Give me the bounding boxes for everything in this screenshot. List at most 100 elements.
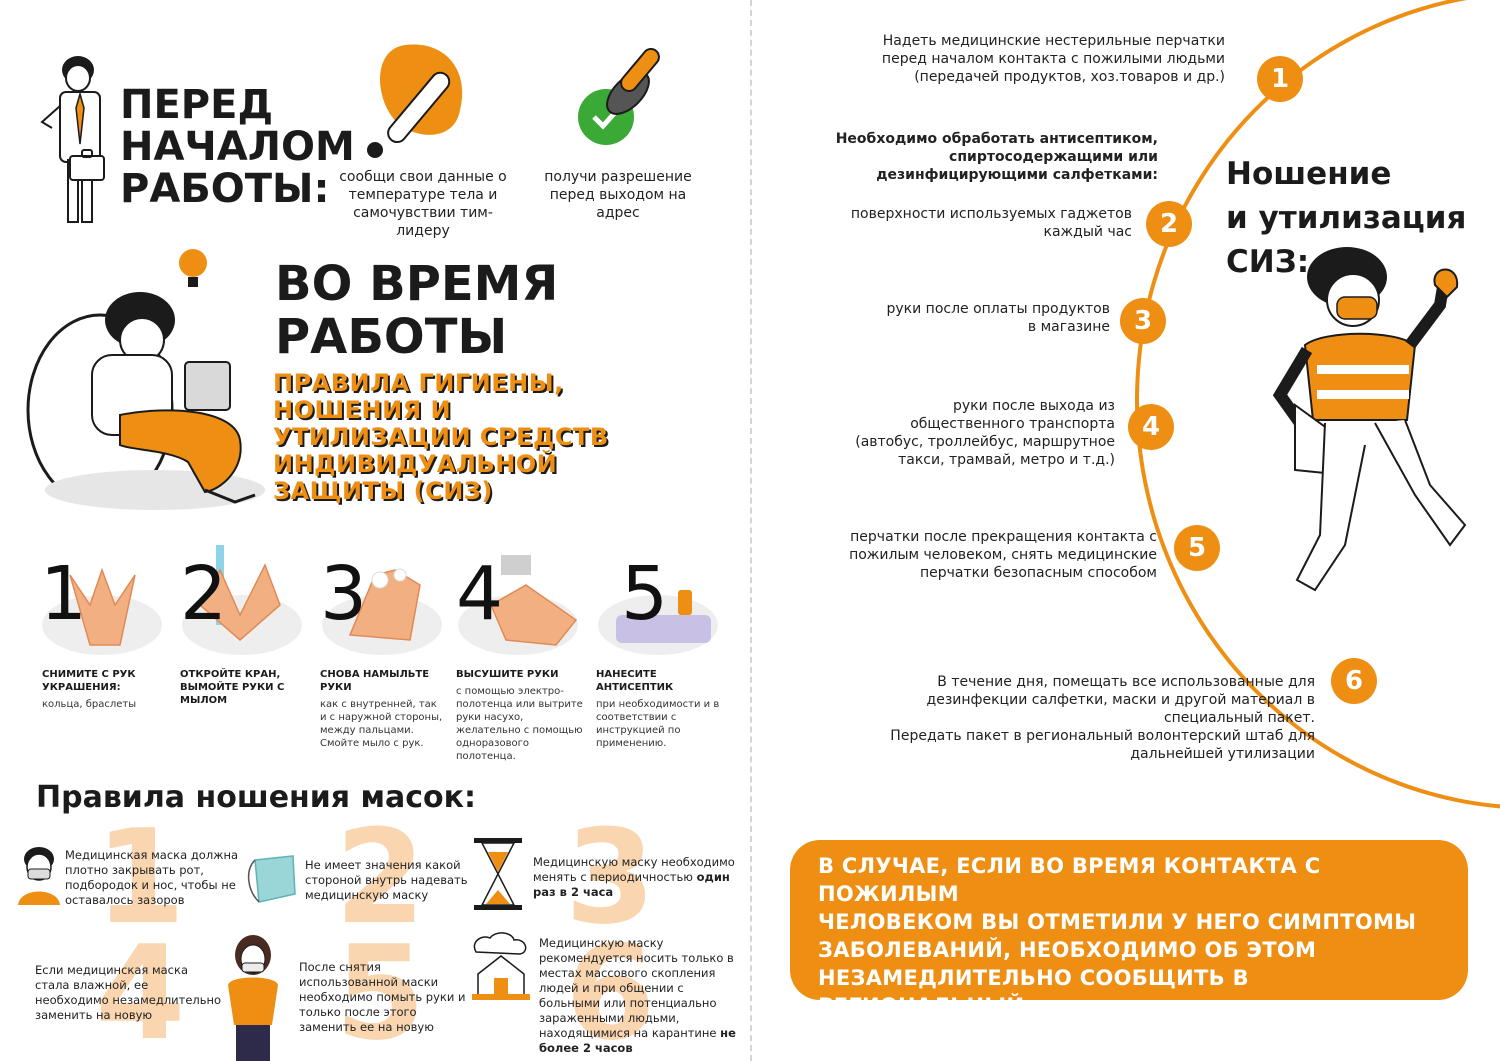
subtitle-line-5: ЗАЩИТЫ (СИЗ): [273, 477, 493, 505]
medical-mask-icon: [247, 855, 296, 903]
during-title-line-2: РАБОТЫ: [275, 309, 508, 365]
thermometer-icon: [367, 44, 463, 158]
hand-step-4-illustration: 4: [456, 545, 581, 655]
siz-item-5-line-1: перчатки после прекращения контакта с: [850, 529, 1157, 545]
siz-marker-1: 1: [1257, 56, 1303, 102]
alert-line-5: ВОЛОНТЕРСКИЙ ШТАБ!: [818, 1022, 1112, 1046]
siz-item-6-line-3: специальный пакет.: [1163, 710, 1315, 726]
house-quarantine-icon: [472, 932, 530, 1000]
siz-item-6-line-1: В течение дня, помещать все использованн…: [937, 674, 1315, 690]
hand-step-3-number: 3: [320, 551, 368, 637]
subtitle-line-2: НОШЕНИЯ И: [273, 396, 452, 424]
subtitle-line-1: ПРАВИЛА ГИГИЕНЫ,: [273, 369, 564, 397]
hygiene-subtitle: ПРАВИЛА ГИГИЕНЫ, НОШЕНИЯ И УТИЛИЗАЦИИ СР…: [273, 370, 609, 505]
approval-stamp-icon: [578, 47, 660, 145]
mask-rule-4-text: Если медицинская маска стала влажной, ее…: [35, 963, 222, 1022]
mask-rule-6-text: Медицинскую маску рекомендуется носить т…: [539, 936, 744, 1056]
siz-marker-5: 5: [1174, 525, 1220, 571]
hand-step-3-caption: СНОВА НАМЫЛЬТЕ РУКИ как с внутренней, та…: [320, 668, 445, 750]
before-title-line-2: НАЧАЛОМ: [120, 124, 355, 170]
siz-item-3-line-2: в магазине: [1027, 319, 1110, 335]
siz-item-1-line-2: перед началом контакта с пожилыми людьми: [881, 51, 1225, 67]
siz-item-1-text: Надеть медицинские нестерильные перчатки…: [770, 32, 1225, 86]
before-item-temperature: сообщи свои данные о температуре тела и …: [339, 169, 507, 239]
mask-rule-1-number: 1: [95, 801, 186, 953]
subtitle-line-3: УТИЛИЗАЦИИ СРЕДСТВ: [273, 423, 609, 451]
siz-title-line-1: Ношение: [1226, 156, 1392, 192]
mask-rule-5-text: После снятия использованной маски необхо…: [299, 960, 466, 1034]
siz-item-4-text: руки после выхода из общественного транс…: [770, 397, 1115, 469]
fold-line: [750, 0, 752, 1061]
hand-step-3-title: СНОВА НАМЫЛЬТЕ РУКИ: [320, 669, 430, 693]
siz-item-5-text: перчатки после прекращения контакта с по…: [770, 528, 1157, 582]
alert-line-2: ЧЕЛОВЕКОМ ВЫ ОТМЕТИЛИ У НЕГО СИМПТОМЫ: [818, 910, 1417, 934]
siz-marker-6: 6: [1331, 658, 1377, 704]
mask-rule-6-text-main: Медицинскую маску рекомендуется носить т…: [539, 936, 734, 1040]
before-item-permission: получи разрешение перед выходом на адрес: [544, 169, 692, 221]
before-title-line-3: РАБОТЫ:: [120, 166, 330, 212]
before-work-title: ПЕРЕД НАЧАЛОМ РАБОТЫ:: [120, 84, 355, 210]
mask-rule-6-number: 6: [565, 917, 656, 1061]
hand-step-1-caption: СНИМИТЕ С РУК УКРАШЕНИЯ: кольца, браслет…: [42, 668, 167, 711]
siz-item-4-line-1: руки после выхода из: [952, 398, 1115, 414]
alert-line-4: НЕЗАМЕДЛИТЕЛЬНО СООБЩИТЬ В РЕГИОНАЛЬНЫЙ: [818, 966, 1249, 1018]
hand-step-2-number: 2: [180, 551, 228, 637]
woman-with-mask-illustration: [228, 935, 278, 1061]
siz-item-5-line-2: пожилым человеком, снять медицинские: [849, 547, 1157, 563]
mask-rule-3-number: 3: [565, 801, 656, 953]
siz-item-6-line-4: Передать пакет в региональный волонтерск…: [890, 728, 1315, 744]
mask-rule-2-number: 2: [335, 801, 426, 953]
masked-man-icon: [18, 847, 60, 905]
hand-step-1-number: 1: [40, 551, 88, 637]
hand-step-2-illustration: 2: [180, 545, 305, 655]
during-work-title: ВО ВРЕМЯ РАБОТЫ: [275, 258, 558, 364]
mask-rule-4-number: 4: [95, 917, 186, 1061]
siz-item-3-text: руки после оплаты продуктов в магазине: [770, 300, 1110, 336]
mask-rule-1-text: Медицинская маска должна плотно закрыват…: [65, 848, 239, 907]
mask-rule-3-text-bold: один раз в 2 часа: [533, 870, 730, 899]
siz-title-line-3: СИЗ:: [1226, 244, 1310, 280]
antiseptic-heading-line-1: Необходимо обработать антисептиком,: [835, 131, 1158, 147]
siz-item-3-line-1: руки после оплаты продуктов: [886, 301, 1110, 317]
hand-step-1-illustration: 1: [40, 545, 165, 655]
siz-item-1-line-1: Надеть медицинские нестерильные перчатки: [882, 33, 1225, 49]
siz-marker-4: 4: [1128, 404, 1174, 450]
working-person-illustration: [26, 249, 265, 510]
siz-item-2-line-1: поверхности используемых гаджетов: [850, 206, 1132, 222]
hand-step-5-number: 5: [621, 551, 669, 637]
walking-man-illustration: [1272, 247, 1467, 592]
antiseptic-heading-line-3: дезинфицирующими салфетками:: [876, 167, 1158, 183]
hand-step-4-number: 4: [456, 551, 504, 637]
siz-item-4-line-2: общественного транспорта: [910, 416, 1115, 432]
siz-item-6-line-5: дальнейшей утилизации: [1130, 746, 1315, 762]
mask-rule-6-text-bold: не более 2 часов: [539, 1026, 736, 1055]
hand-step-4-title: ВЫСУШИТЕ РУКИ: [456, 669, 559, 680]
hand-step-3-text: как с внутренней, так и с наружной сторо…: [320, 699, 443, 749]
hand-step-2-caption: ОТКРОЙТЕ КРАН, ВЫМОЙТЕ РУКИ С МЫЛОМ: [180, 668, 305, 707]
siz-item-4-line-3: (автобус, троллейбус, маршрутное: [855, 434, 1115, 450]
alert-banner: В СЛУЧАЕ, ЕСЛИ ВО ВРЕМЯ КОНТАКТА С ПОЖИЛ…: [790, 840, 1468, 1046]
during-title-line-1: ВО ВРЕМЯ: [275, 256, 559, 312]
mask-rule-3-text: Медицинскую маску необходимо менять с пе…: [533, 855, 738, 900]
hand-step-5-text: при необходимости и в соответствии с инс…: [596, 699, 720, 749]
siz-marker-3: 3: [1120, 298, 1166, 344]
siz-item-6-text: В течение дня, помещать все использованн…: [770, 673, 1315, 763]
antiseptic-heading: Необходимо обработать антисептиком, спир…: [770, 130, 1158, 184]
siz-item-6-line-2: дезинфекции салфетки, маски и другой мат…: [926, 692, 1315, 708]
subtitle-line-4: ИНДИВИДУАЛЬНОЙ: [273, 450, 558, 478]
hand-step-5-caption: НАНЕСИТЕ АНТИСЕПТИК при необходимости и …: [596, 668, 726, 750]
before-title-line-1: ПЕРЕД: [120, 82, 274, 128]
siz-item-5-line-3: перчатки безопасным способом: [919, 565, 1157, 581]
alert-line-3: ЗАБОЛЕВАНИЙ, НЕОБХОДИМО ОБ ЭТОМ: [818, 938, 1317, 962]
hand-step-2-title: ОТКРОЙТЕ КРАН, ВЫМОЙТЕ РУКИ С МЫЛОМ: [180, 669, 285, 706]
hand-step-1-title: СНИМИТЕ С РУК УКРАШЕНИЯ:: [42, 669, 136, 693]
businessman-illustration: [40, 56, 105, 223]
siz-marker-2: 2: [1146, 201, 1192, 247]
siz-item-1-line-3: (передачей продуктов, хоз.товаров и др.): [914, 69, 1225, 85]
hand-step-3-illustration: 3: [320, 545, 445, 655]
hand-step-4-caption: ВЫСУШИТЕ РУКИ с помощью электро-полотенц…: [456, 668, 586, 763]
masks-title: Правила ношения масок:: [36, 780, 477, 815]
hand-step-5-title: НАНЕСИТЕ АНТИСЕПТИК: [596, 669, 674, 693]
mask-rule-5-number: 5: [335, 917, 426, 1061]
